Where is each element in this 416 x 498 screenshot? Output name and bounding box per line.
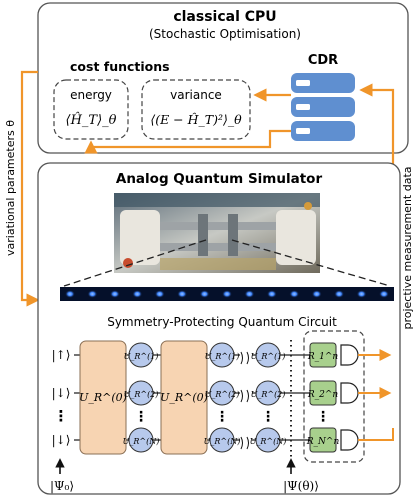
ur-3-1: U_R^(1) [251,352,286,361]
ur-column-2-dots: ⋮ [215,409,229,425]
energy-formula: ⟨Ĥ_T⟩_θ [66,112,117,128]
cpu-subtitle: (Stochastic Optimisation) [149,27,301,41]
ion [177,290,188,298]
arrow-cdr-to-energy [84,129,291,154]
detector-icon [340,344,359,451]
ion [109,290,120,298]
qubit-state-n: |↓⟩ [52,433,71,447]
ion [87,290,98,298]
classical-cpu-panel: classical CPU (Stochastic Optimisation) … [37,2,409,154]
cost-functions-title: cost functions [70,59,170,74]
ur-3-2: U_R^(2) [251,390,286,399]
circuit-title: Symmetry-Protecting Quantum Circuit [107,315,337,329]
variance-label: variance [170,88,222,102]
ur-column-3-dots: ⋮ [261,409,275,425]
ur-column-1-dots: ⋮ [134,409,148,425]
ur0-gate-1-label: U_R^(0) [79,391,127,404]
ion [244,290,255,298]
cdr-label: CDR [308,53,338,68]
arrow-params-to-simulator [20,70,40,307]
measurement-box [303,330,365,463]
simulator-title: Analog Quantum Simulator [116,171,323,187]
ur-1-2: U_R^(2) [124,390,159,399]
measure-label-n: R_N^n [306,437,340,447]
ur-2-1: U_R^(1) [205,352,240,361]
output-state-label: |Ψ(θ)⟩ [283,479,319,493]
measure-label-2: R_2^n [307,390,339,400]
ion [379,290,389,298]
ion-trap-photo [114,193,320,273]
variance-box [141,79,251,140]
measure-dots: ⋮ [316,409,330,425]
ur-2-2: U_R^(2) [205,390,240,399]
cpu-title: classical CPU [173,9,276,25]
measurement-gates: R_1^n R_2^n R_N^n ⋮ [306,342,359,453]
ion [199,290,210,298]
variance-formula: ⟨(E − Ĥ_T)²⟩_θ [150,112,242,127]
ur-3-n: U_R^(N) [250,437,287,446]
ur-1-1: U_R^(1) [124,352,159,361]
ion [289,290,300,298]
ion [222,290,232,298]
qubit-state-dots: ⋮ [54,407,69,425]
ur-1-n: U_R^(N) [123,437,160,446]
variational-parameters-label: variational parameters θ [4,120,17,256]
server-icon [291,73,355,141]
ion-chain [65,290,389,298]
projective-measurement-label: projective measurement data [401,166,414,329]
ion [356,290,367,298]
wire-breaks [240,349,252,450]
zoom-lines [63,239,391,287]
energy-box [53,79,129,140]
energy-label: energy [70,88,112,102]
qubit-state-2: |↓⟩ [52,386,71,400]
ur-2-n: U_R^(N) [204,437,241,446]
ion [65,290,75,298]
measure-label-1: R_1^n [307,352,339,362]
ion [132,290,143,298]
measurement-output-arrows [358,349,394,441]
qubit-state-1: |↑⟩ [52,348,71,362]
ur-column-1: U_R^(1) U_R^(2) U_R^(N) ⋮ [123,342,160,453]
simulator-panel: Analog Quantum Simulator Symmetry-Protec… [37,162,401,495]
ur-column-3: U_R^(1) U_R^(2) U_R^(N) ⋮ [250,342,287,453]
ion [311,290,322,298]
ion [154,290,165,298]
input-state-label: |Ψ₀⟩ [50,479,74,493]
ion [334,290,345,298]
ur-column-2: U_R^(1) U_R^(2) U_R^(N) ⋮ [204,342,241,453]
ion [266,290,277,298]
ur0-gate-2 [160,340,208,455]
ur0-gate-2-label: U_R^(0) [160,391,208,404]
ur0-gate-1 [79,340,127,455]
